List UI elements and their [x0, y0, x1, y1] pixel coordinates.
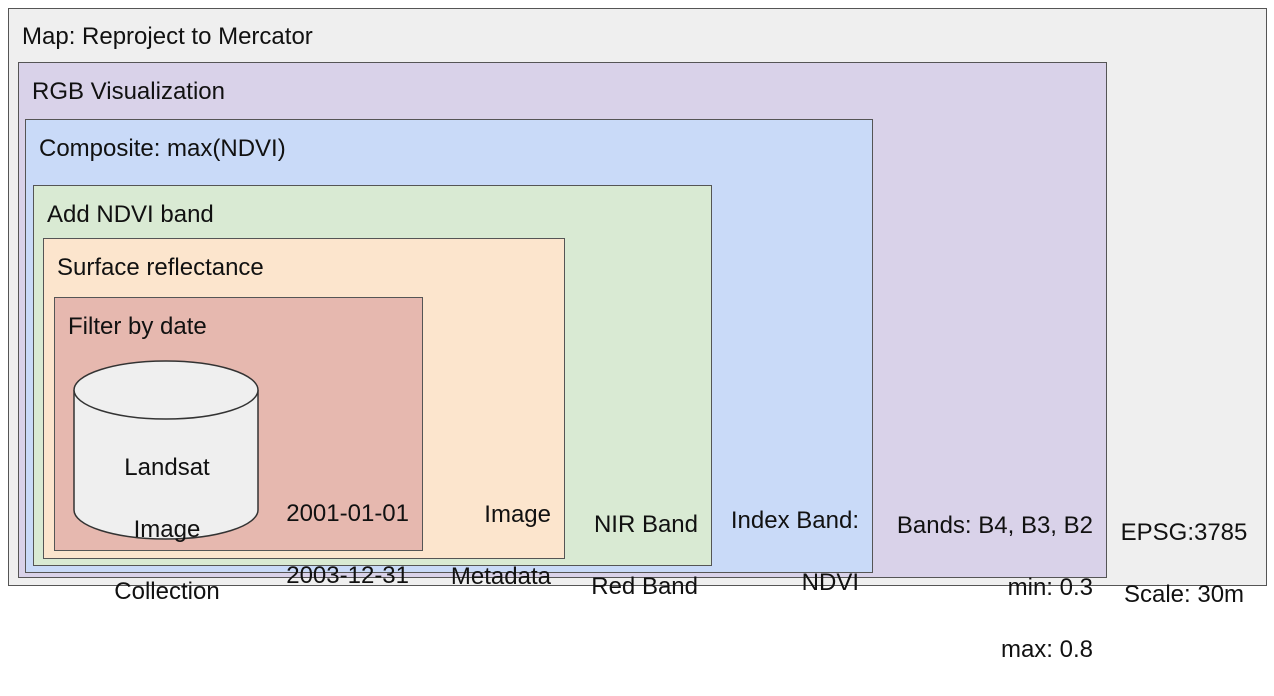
map-scale: Scale: 30m: [1123, 581, 1245, 608]
surface-reflectance-title: Surface reflectance: [57, 254, 264, 281]
image-metadata-line2: Metadata: [450, 563, 551, 590]
image-metadata-line1: Image: [484, 501, 551, 528]
collection-label-line2: Image: [133, 516, 201, 543]
reflectance-params: Image Metadata: [430, 468, 551, 623]
red-band: Red Band: [591, 573, 698, 600]
composite-params: Index Band: NDVI: [714, 474, 859, 629]
map-params: EPSG:3785 Scale: 30m: [1112, 486, 1256, 641]
rgb-min: min: 0.3: [1007, 574, 1093, 601]
filter-by-date-title: Filter by date: [68, 313, 207, 340]
rgb-visualization-title: RGB Visualization: [32, 78, 225, 105]
landsat-collection-label: Landsat Image Collection: [72, 421, 262, 638]
add-ndvi-band-title: Add NDVI band: [47, 201, 214, 228]
collection-label-line1: Landsat: [124, 454, 210, 481]
index-band-value: NDVI: [801, 569, 859, 596]
rgb-params: Bands: B4, B3, B2 min: 0.3 max: 0.8: [876, 479, 1093, 696]
date-range: 2001-01-01 2003-12-31: [268, 467, 409, 622]
composite-title: Composite: max(NDVI): [39, 135, 286, 162]
ndvi-params: NIR Band Red Band: [570, 478, 698, 633]
nir-band: NIR Band: [593, 511, 698, 538]
database-cylinder-icon: [73, 360, 259, 540]
rgb-bands: Bands: B4, B3, B2: [896, 512, 1093, 539]
index-band-label: Index Band:: [730, 507, 859, 534]
collection-label-line3: Collection: [114, 578, 220, 605]
map-projection: EPSG:3785: [1120, 519, 1248, 546]
map-title: Map: Reproject to Mercator: [22, 23, 313, 50]
end-date: 2003-12-31: [286, 562, 409, 589]
start-date: 2001-01-01: [286, 500, 409, 527]
rgb-max: max: 0.8: [1000, 636, 1093, 663]
